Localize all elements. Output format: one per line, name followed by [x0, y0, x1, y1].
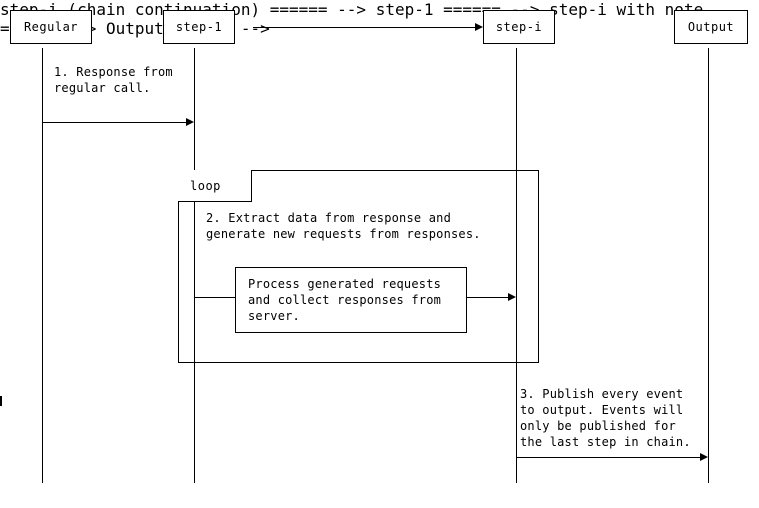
lifeline-step-1: [194, 48, 195, 483]
message-label-response-from-regular: 1. Response from regular call.: [54, 65, 173, 95]
message-arrowhead-process-generated-requests: [508, 293, 516, 301]
loop-fragment-label: loop: [178, 170, 252, 202]
message-line-chain: [253, 27, 475, 28]
participant-regular[interactable]: Regular: [10, 10, 92, 44]
message-line-publish-every-event: [516, 457, 700, 458]
message-arrowhead-chain: [475, 23, 483, 31]
lifeline-output: [708, 48, 709, 483]
participant-step-1[interactable]: step-1: [163, 10, 235, 44]
note-process-generated-requests: Process generated requests and collect r…: [235, 267, 467, 333]
loop-body-text: 2. Extract data from response and genera…: [206, 211, 481, 241]
message-arrowhead-publish-every-event: [700, 453, 708, 461]
lifeline-step-i: [516, 48, 517, 483]
message-line-process-generated-requests-tail: [467, 297, 508, 298]
message-line-response-from-regular: [42, 122, 186, 123]
loop-fragment-frame: [178, 170, 539, 363]
message-label-publish-every-event: 3. Publish every event to output. Events…: [520, 387, 691, 449]
left-edge-tick: [0, 396, 2, 406]
participant-output[interactable]: Output: [674, 10, 748, 44]
lifeline-regular: [42, 48, 43, 483]
message-arrowhead-response-from-regular: [186, 118, 194, 126]
participant-step-i[interactable]: step-i: [483, 10, 555, 44]
message-line-process-generated-requests: [194, 297, 235, 298]
